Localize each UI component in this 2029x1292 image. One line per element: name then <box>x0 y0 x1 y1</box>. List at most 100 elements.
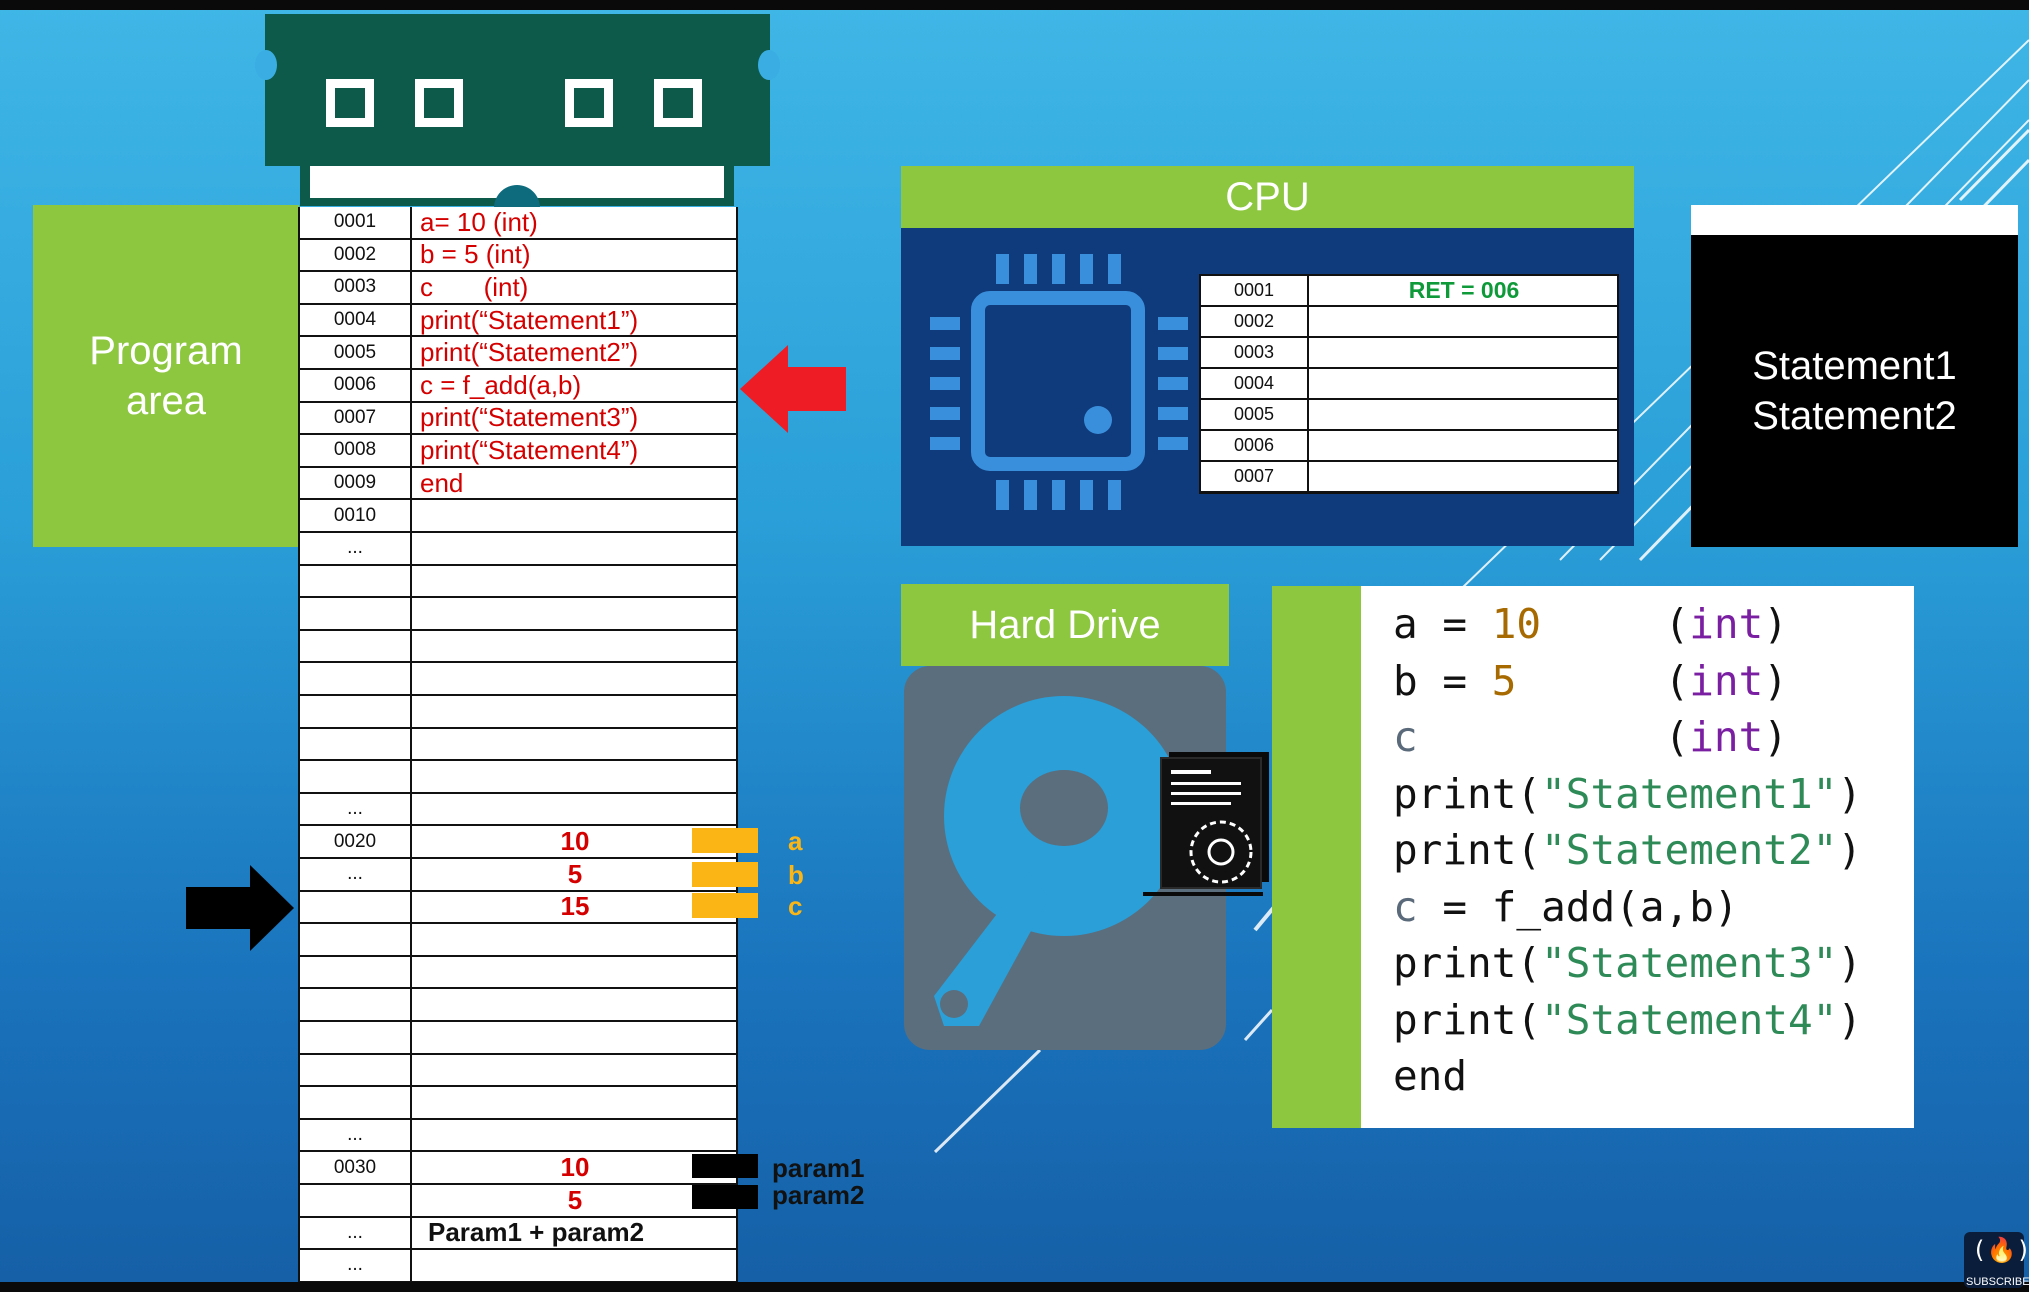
memory-address <box>300 956 412 988</box>
file-with-gear-icon <box>1143 752 1269 896</box>
memory-value: 10 <box>560 826 590 857</box>
cpu-register-row: 0007 <box>1201 462 1617 493</box>
cpu-register-row: 0001 RET = 006 <box>1201 276 1617 307</box>
code-token: c <box>1393 882 1418 931</box>
memory-row: 0003 c (int) <box>300 272 736 305</box>
channel-logo-icon[interactable] <box>1964 1232 2024 1288</box>
code-token <box>1516 657 1664 705</box>
memory-address: 0009 <box>300 467 412 499</box>
code-token: end <box>1393 1052 1468 1100</box>
cpu-register-address: 0004 <box>1201 369 1309 398</box>
memory-row <box>300 598 736 631</box>
memory-address: ... <box>300 859 412 890</box>
cpu-register-row: 0005 <box>1201 400 1617 431</box>
code-token <box>1418 713 1665 761</box>
memory-row <box>300 924 736 957</box>
memory-value <box>414 989 736 1020</box>
memory-value: print(“Statement2”) <box>420 337 639 368</box>
cpu-register-address: 0003 <box>1201 338 1309 367</box>
memory-address: 0002 <box>300 239 412 271</box>
source-code-panel: a = 10 (int)b = 5 (int)c (int)print("Sta… <box>1361 586 1914 1128</box>
memory-row <box>300 663 736 696</box>
memory-address <box>300 1087 412 1118</box>
memory-value <box>414 794 736 825</box>
memory-row: ... <box>300 533 736 566</box>
code-token: "Statement1" <box>1541 769 1838 818</box>
memory-address: ... <box>300 1250 412 1281</box>
memory-row <box>300 956 736 990</box>
memory-value: a= 10 (int) <box>420 206 538 237</box>
code-token: int <box>1689 600 1764 648</box>
memory-row: 0005 print(“Statement2”) <box>300 337 736 370</box>
memory-row <box>300 761 736 794</box>
cpu-register-value <box>1311 338 1617 367</box>
code-token: ) <box>1763 713 1788 761</box>
memory-address: 0003 <box>300 272 412 303</box>
code-token: print( <box>1393 939 1542 987</box>
ram-chip-hole <box>654 79 702 127</box>
memory-value <box>414 1055 736 1086</box>
memory-value: print(“Statement1”) <box>420 304 639 335</box>
memory-row <box>300 696 736 729</box>
memory-value <box>414 663 736 694</box>
memory-value: print(“Statement4”) <box>420 434 639 465</box>
variable-label-a: a <box>788 826 803 856</box>
code-token: ) <box>1763 656 1788 705</box>
cpu-register-address: 0001 <box>1201 276 1309 305</box>
code-token: ) <box>1837 995 1863 1044</box>
cpu-register-value: RET = 006 <box>1408 277 1520 303</box>
memory-address <box>300 663 412 694</box>
memory-value <box>414 598 736 629</box>
program-area-label: Program area <box>33 205 299 547</box>
variable-tag <box>692 828 758 853</box>
code-token: ) <box>1837 769 1863 818</box>
source-code-line: print("Statement1") <box>1393 766 1913 822</box>
cpu-register-value <box>1311 400 1617 429</box>
ram-notch <box>255 50 277 80</box>
memory-address <box>300 630 412 662</box>
code-token: 10 <box>1491 600 1542 648</box>
memory-address <box>300 598 412 629</box>
memory-value <box>414 924 736 955</box>
memory-value <box>414 729 736 760</box>
memory-row: ... <box>300 1250 736 1283</box>
output-line: Statement1 <box>1752 344 1957 388</box>
source-code-line: c (int) <box>1393 709 1913 765</box>
memory-address <box>300 924 412 955</box>
memory-address <box>300 1054 412 1086</box>
hard-drive-header: Hard Drive <box>901 584 1229 666</box>
memory-address <box>300 761 412 792</box>
memory-value <box>414 566 736 597</box>
memory-address <box>300 696 412 727</box>
cpu-register-address: 0002 <box>1201 307 1309 336</box>
memory-value <box>414 631 736 662</box>
output-line: Statement2 <box>1752 394 1957 438</box>
memory-value: c (int) <box>420 271 529 302</box>
ram-notch <box>758 50 780 80</box>
cpu-register-value <box>1311 307 1617 336</box>
memory-address: 0005 <box>300 337 412 368</box>
ram-chip-icon <box>265 14 770 166</box>
memory-row: ... <box>300 1119 736 1153</box>
memory-address: ... <box>300 533 412 564</box>
memory-address: 0001 <box>300 207 412 238</box>
cpu-title: CPU <box>1225 174 1310 219</box>
cpu-header: CPU <box>901 166 1634 228</box>
memory-value: 5 <box>567 1184 583 1215</box>
memory-row <box>300 1087 736 1120</box>
code-token <box>1541 600 1664 648</box>
memory-value: Param1 + param2 <box>428 1217 645 1248</box>
code-token: print( <box>1393 995 1542 1044</box>
cpu-register-row: 0003 <box>1201 338 1617 369</box>
param-tag <box>692 1185 758 1209</box>
cpu-register-value <box>1311 462 1617 491</box>
code-token: c <box>1393 713 1418 761</box>
memory-row <box>300 1054 736 1088</box>
code-token: a = <box>1393 600 1492 648</box>
cpu-register-row: 0006 <box>1201 431 1617 462</box>
cpu-register-row: 0002 <box>1201 307 1617 338</box>
